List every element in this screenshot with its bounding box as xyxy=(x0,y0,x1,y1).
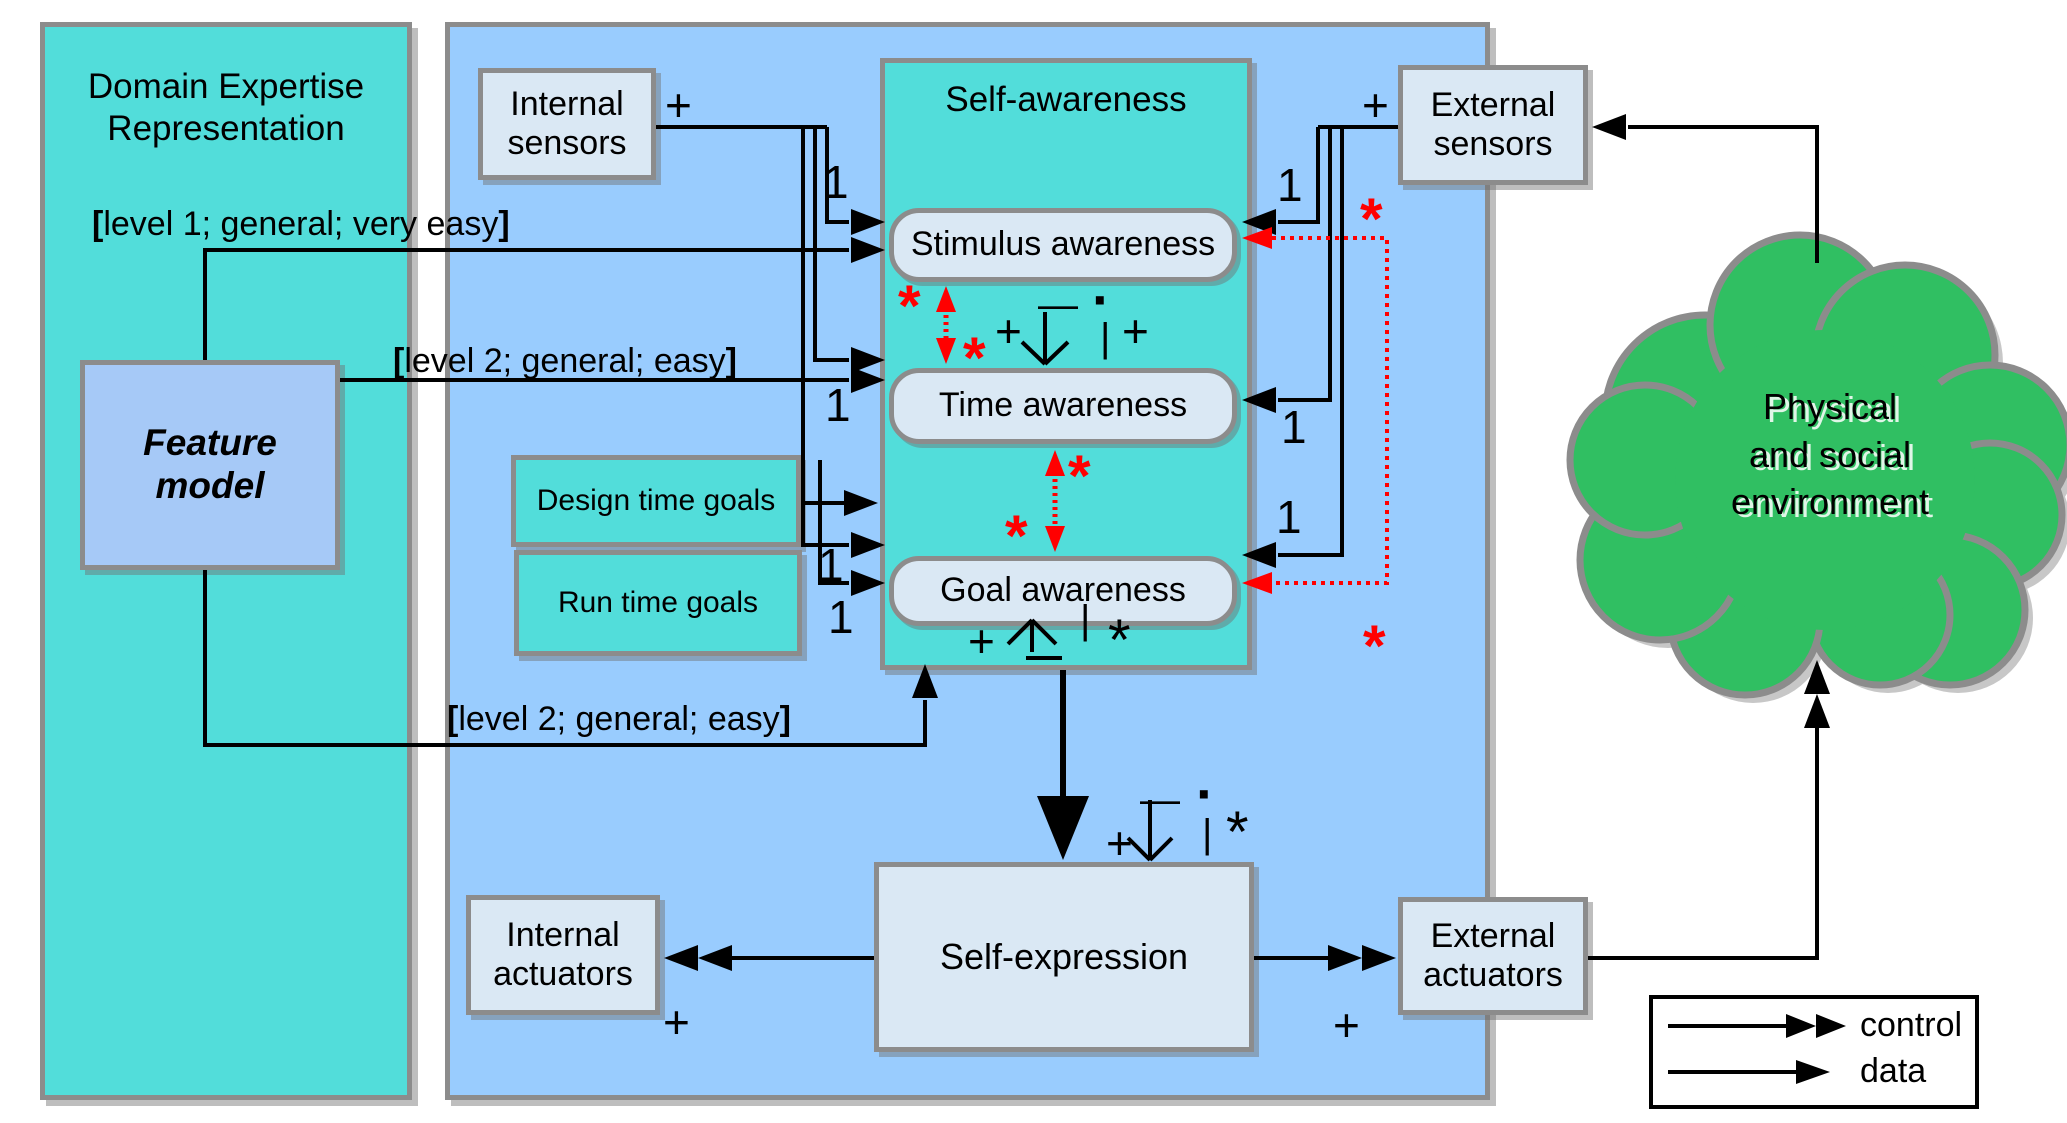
marker-time-plus-right: + xyxy=(1122,305,1149,357)
edge-label-level2-bottom-text: level 2; general; easy xyxy=(458,700,780,738)
edge-label-level2-mid-text: level 2; general; easy xyxy=(404,342,726,380)
marker-time-bar: | xyxy=(1100,316,1111,360)
marker-expression-dash: — xyxy=(1140,778,1180,822)
bracket: ] xyxy=(779,700,791,738)
bracket: ] xyxy=(725,342,737,380)
legend-data-label: data xyxy=(1860,1052,1927,1090)
one-stimulus-left: 1 xyxy=(823,156,849,208)
external-sensors-box: External sensors xyxy=(1398,65,1588,185)
star-stimulus-time-bottom: * xyxy=(963,326,986,391)
cloud-label-line3: environment xyxy=(1730,481,1930,523)
marker-expression-bar: | xyxy=(1202,812,1213,856)
marker-expression-dot: · xyxy=(1196,762,1215,825)
edge-label-level2-bottom: [level 2; general; easy] xyxy=(447,700,791,739)
marker-goal-star: * xyxy=(1108,608,1131,673)
bracket: [ xyxy=(393,342,405,380)
arrowhead-external-sensors-in xyxy=(1592,114,1626,140)
marker-time-dot: · xyxy=(1092,268,1111,331)
control-arrowhead-environment xyxy=(1804,660,1830,728)
one-goal-chain: 1 xyxy=(828,591,854,643)
edge-label-level1: [level 1; general; very easy] xyxy=(92,205,510,244)
plus-external-sensors: + xyxy=(1362,79,1389,131)
marker-goal-bar: | xyxy=(1080,598,1091,642)
one-time-left: 1 xyxy=(825,379,851,431)
one-stimulus-right: 1 xyxy=(1277,159,1303,211)
edge-label-level2-mid: [level 2; general; easy] xyxy=(393,342,737,381)
cloud-label: Physical and social environment xyxy=(1680,383,1980,526)
feature-model-box: Feature model xyxy=(80,360,340,570)
marker-time-plus-left: + xyxy=(995,305,1022,357)
external-actuators-box: External actuators xyxy=(1398,897,1588,1015)
edge-external-actuators-to-environment xyxy=(1588,726,1819,960)
one-time-right: 1 xyxy=(1281,401,1307,453)
cloud-label-line2: and social xyxy=(1748,433,1912,475)
edge-environment-to-external-sensors xyxy=(1628,125,1819,263)
star-time-goal-top: * xyxy=(1068,444,1091,509)
marker-expression-star: * xyxy=(1226,800,1249,865)
internal-actuators-box: Internal actuators xyxy=(466,895,660,1015)
marker-goal-plus: + xyxy=(968,615,995,667)
one-goal-right: 1 xyxy=(1276,491,1302,543)
edge-label-level1-text: level 1; general; very easy xyxy=(103,205,499,243)
domain-expertise-title: Domain Expertise Representation xyxy=(87,67,365,148)
star-time-goal-bottom: * xyxy=(1005,504,1028,569)
legend-control-label: control xyxy=(1860,1006,1963,1044)
cloud-label-line1: Physical xyxy=(1762,386,1898,427)
run-time-goals-box: Run time goals xyxy=(514,550,802,656)
self-awareness-title: Self-awareness xyxy=(945,80,1187,119)
star-feedback-bottom: * xyxy=(1363,614,1386,679)
bracket: [ xyxy=(92,205,104,243)
star-feedback-top: * xyxy=(1360,187,1383,252)
star-stimulus-time-top: * xyxy=(898,274,921,339)
self-expression-box: Self-expression xyxy=(874,862,1254,1052)
plus-internal-actuators: + xyxy=(663,996,690,1048)
stimulus-awareness-box: Stimulus awareness xyxy=(889,208,1237,282)
bracket: [ xyxy=(447,700,459,738)
one-goal-left: 1 xyxy=(818,539,844,591)
plus-external-actuators: + xyxy=(1333,999,1360,1051)
design-time-goals-box: Design time goals xyxy=(511,455,801,547)
bracket: ] xyxy=(498,205,510,243)
marker-expression-plus: + xyxy=(1106,817,1133,869)
goal-awareness-box: Goal awareness xyxy=(889,556,1237,626)
time-awareness-box: Time awareness xyxy=(889,368,1237,444)
internal-sensors-box: Internal sensors xyxy=(478,68,656,180)
plus-internal-sensors: + xyxy=(665,79,692,131)
marker-time-dash: — xyxy=(1038,283,1078,327)
